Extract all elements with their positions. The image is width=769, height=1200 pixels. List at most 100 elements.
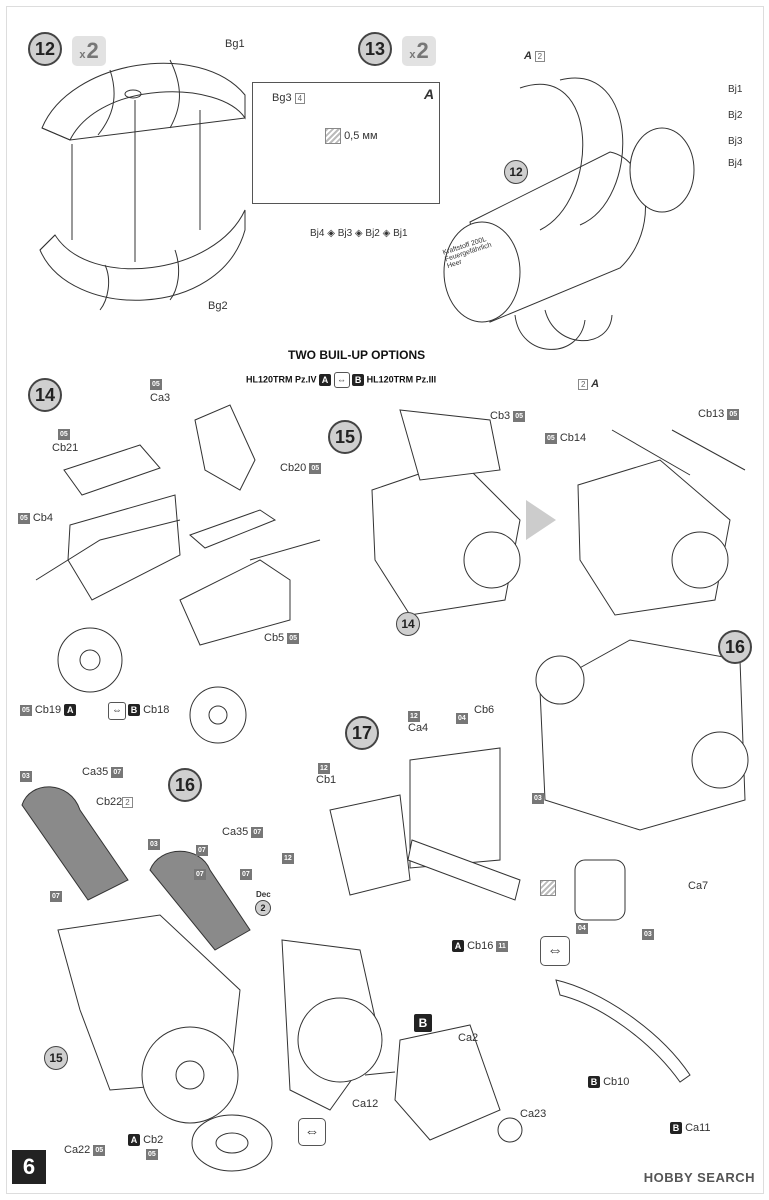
paint-code: 05 [146,1148,158,1160]
seq-bj2: Bj2 [365,228,380,239]
label-ca22: Ca22 05 [64,1144,106,1156]
detail-thickness: 0,5 мм [344,129,378,142]
cb22-qty: 2 [122,796,133,808]
paint-code: 07 [196,844,208,856]
engine-optionB [281,939,523,1143]
step-17-number: 17 [345,716,379,750]
label-cb19: 05 Cb19 A [20,704,77,717]
cb14-text: Cb14 [559,432,587,444]
seq-bj4: Bj4 [310,228,325,239]
alternate-icon: ⇔ [540,936,570,966]
paint-code: 03 [532,792,544,804]
label-cb21: Cb21 [52,442,79,454]
label-bj3: Bj3 [728,136,743,147]
code-cb21: 05 [58,428,70,440]
label-ca2: Ca2 [458,1032,479,1044]
cb10-text: Cb10 [603,1076,630,1088]
label-cb6: Cb6 [474,704,495,716]
paint-code: 12 [408,710,420,722]
label-a-bottom: 2 A [578,378,599,390]
paint-code: 05 [309,462,322,474]
a-letter: A [524,50,532,62]
paint-code: 05 [18,512,30,524]
bj-sequence: Bj4 ◈ Bj3 ◈ Bj2 ◈ Bj1 [310,228,408,239]
option-a-label: HL120TRM Pz.IV [246,374,317,385]
step-13-number: 13 [358,32,392,66]
label-bj4: Bj4 [728,158,743,169]
cb20-text: Cb20 [280,462,307,474]
label-cb3: Cb3 05 [490,410,526,422]
code-cb1: 12 [318,762,330,774]
label-cb1: Cb1 [316,774,337,786]
option-b-label: HL120TRM Pz.III [366,374,437,385]
mult-count: 2 [416,38,429,63]
label-ca35: Ca35 07 [82,766,124,778]
label-ca3: Ca3 [150,392,171,404]
paint-code: 07 [240,868,252,880]
code-05-cb2: 05 [146,1148,158,1160]
code-ca4: 12 [408,710,420,722]
ref-step-14: 14 [396,612,420,636]
paint-code: 05 [58,428,70,440]
label-ca23: Ca23 [520,1108,547,1120]
code-04: 04 [576,922,588,934]
label-ca11: B Ca11 [670,1122,711,1135]
option-b-badge: B [414,1014,432,1032]
label-cb16: A Cb16 11 [452,940,508,953]
a-qty-b: 2 [578,378,589,390]
step-15-number: 15 [328,420,362,454]
glue-icon [325,128,341,144]
label-cb20: Cb20 05 [280,462,322,474]
cb5-text: Cb5 [264,632,285,644]
paint-code: 07 [50,890,62,902]
mult-x: x [409,49,416,61]
mult-count: 2 [86,38,99,63]
detail-part-code: Bg3 [272,92,292,104]
cb22-text: Cb22 [96,796,123,808]
detail-part: Bg3 4 [272,92,306,104]
label-bg1: Bg1 [225,38,245,50]
drum-top-half [41,59,246,141]
ca11-text: Ca11 [685,1122,711,1134]
paint-code: 05 [150,378,162,390]
paint-code: 05 [545,432,557,444]
engine-step17 [329,639,749,1083]
paint-code: 12 [282,852,294,864]
alternate-icon: ⇔ [108,702,126,720]
code-07-b: 07 [194,868,206,880]
seq-bj1: Bj1 [393,228,408,239]
glue-icon [540,880,556,899]
mult-x: x [79,49,86,61]
ca35b-text: Ca35 [222,826,249,838]
label-cb14: 05 Cb14 [545,432,586,444]
ref-step-15: 15 [44,1046,68,1070]
label-cb5: Cb5 05 [264,632,300,644]
paint-code: 05 [513,410,526,422]
options-row: HL120TRM Pz.IV A ⇔ B HL120TRM Pz.III [246,372,436,388]
code-03-b: 03 [642,928,654,940]
code-ca3: 05 [150,378,162,390]
label-a-top: A 2 [524,50,546,62]
paint-code: 04 [576,922,588,934]
label-bg2: Bg2 [208,300,228,312]
drum-assembly [443,77,695,350]
option-b-tag: B [414,1014,432,1032]
paint-code: 05 [727,408,740,420]
seq-bj3: Bj3 [337,228,353,239]
label-cb10: B Cb10 [588,1076,630,1089]
option-b-badge: B [128,704,140,717]
drum-bottom-half [39,209,246,311]
paint-code: 04 [456,712,468,724]
detail-letter: A [424,86,435,102]
code-03-d: 03 [148,838,160,850]
detail-part-qty: 4 [294,92,306,104]
paint-code: 05 [20,704,32,716]
cb18-text: Cb18 [143,704,170,716]
code-03-c: 03 [20,770,32,782]
engine-block-exploded [35,404,321,744]
step-16-number: 16 [168,768,202,802]
option-b-badge: B [588,1076,600,1089]
